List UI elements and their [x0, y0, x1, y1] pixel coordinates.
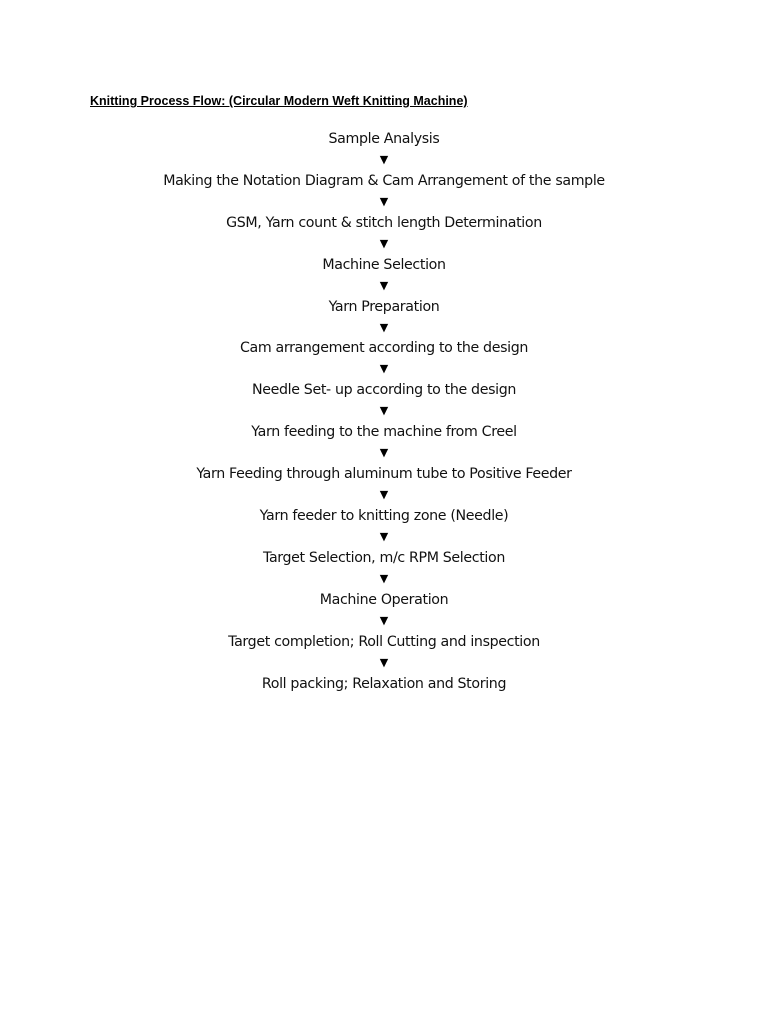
down-arrow-icon: ▼ — [379, 278, 389, 292]
flow-step: Machine Selection ▼ — [0, 255, 768, 297]
flow-step: Sample Analysis ▼ — [0, 129, 768, 171]
flow-step: Target Selection, m/c RPM Selection ▼ — [0, 548, 768, 590]
flow-step-text: Yarn Feeding through aluminum tube to Po… — [196, 466, 572, 483]
down-arrow-icon: ▼ — [379, 530, 389, 544]
down-arrow-icon: ▼ — [379, 236, 389, 250]
flow-step-final: Roll packing; Relaxation and Storing — [0, 674, 768, 716]
document-title: Knitting Process Flow: (Circular Modern … — [90, 94, 468, 108]
flow-step: Machine Operation ▼ — [0, 590, 768, 632]
down-arrow-icon: ▼ — [379, 446, 389, 460]
down-arrow-icon: ▼ — [379, 613, 389, 627]
down-arrow-icon: ▼ — [379, 488, 389, 502]
down-arrow-icon: ▼ — [379, 655, 389, 669]
flow-step: Yarn Feeding through aluminum tube to Po… — [0, 464, 768, 506]
down-arrow-icon: ▼ — [379, 194, 389, 208]
flow-step: Needle Set- up according to the design ▼ — [0, 380, 768, 422]
flow-step-text: Cam arrangement according to the design — [239, 340, 529, 357]
down-arrow-icon: ▼ — [379, 571, 389, 585]
flow-step-text: Making the Notation Diagram & Cam Arrang… — [163, 172, 605, 189]
flow-step-text: Machine Selection — [322, 256, 446, 273]
down-arrow-icon: ▼ — [379, 153, 389, 166]
flow-step-text: Target completion; Roll Cutting and insp… — [228, 633, 540, 650]
flow-step: Making the Notation Diagram & Cam Arrang… — [0, 171, 768, 213]
down-arrow-icon: ▼ — [379, 320, 389, 334]
flow-step: Yarn feeding to the machine from Creel ▼ — [0, 422, 768, 464]
flow-step: Yarn feeder to knitting zone (Needle) ▼ — [0, 506, 768, 548]
flow-step-text: Yarn feeding to the machine from Creel — [251, 424, 517, 441]
flow-step: GSM, Yarn count & stitch length Determin… — [0, 213, 768, 255]
flow-step-text: Machine Operation — [319, 591, 449, 608]
flow-step-text: Yarn Preparation — [328, 298, 440, 315]
flow-step-text: GSM, Yarn count & stitch length Determin… — [226, 214, 542, 231]
down-arrow-icon: ▼ — [379, 404, 389, 418]
flow-step-text: Target Selection, m/c RPM Selection — [262, 549, 505, 566]
flow-step: Target completion; Roll Cutting and insp… — [0, 632, 768, 674]
flow-step-text: Roll packing; Relaxation and Storing — [261, 675, 507, 692]
flow-step-text: Needle Set- up according to the design — [251, 382, 516, 399]
flow-step: Yarn Preparation ▼ — [0, 297, 768, 339]
flow-step: Cam arrangement according to the design … — [0, 338, 768, 380]
process-flow-list: Sample Analysis ▼ Making the Notation Di… — [0, 129, 768, 715]
flow-step-text: Sample Analysis — [328, 131, 440, 147]
flow-step-text: Yarn feeder to knitting zone (Needle) — [259, 508, 509, 525]
down-arrow-icon: ▼ — [379, 362, 389, 376]
